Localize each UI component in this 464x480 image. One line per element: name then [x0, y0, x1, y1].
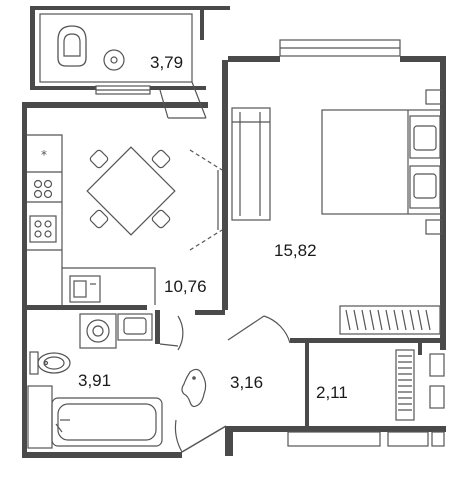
balcony-area-label: 3,79 [150, 53, 183, 72]
windows [95, 39, 401, 95]
hallway-fixtures [159, 315, 291, 453]
hallway-area-label: 3,16 [230, 373, 263, 392]
bathroom-area-label: 3,91 [78, 371, 111, 390]
storage-fixtures [287, 349, 445, 447]
svg-text:*: * [41, 148, 47, 162]
walls [22, 6, 446, 458]
room-labels: 3,79 10,76 15,82 3,91 3,16 2,11 [78, 53, 348, 402]
bathroom-fixtures [27, 313, 163, 449]
bedroom-fixtures [231, 89, 443, 335]
kitchen-fixtures: * [27, 134, 223, 305]
balcony [39, 13, 207, 119]
storage-area-label: 2,11 [316, 383, 348, 402]
bedroom-area-label: 15,82 [274, 241, 317, 260]
kitchen-area-label: 10,76 [164, 277, 207, 296]
